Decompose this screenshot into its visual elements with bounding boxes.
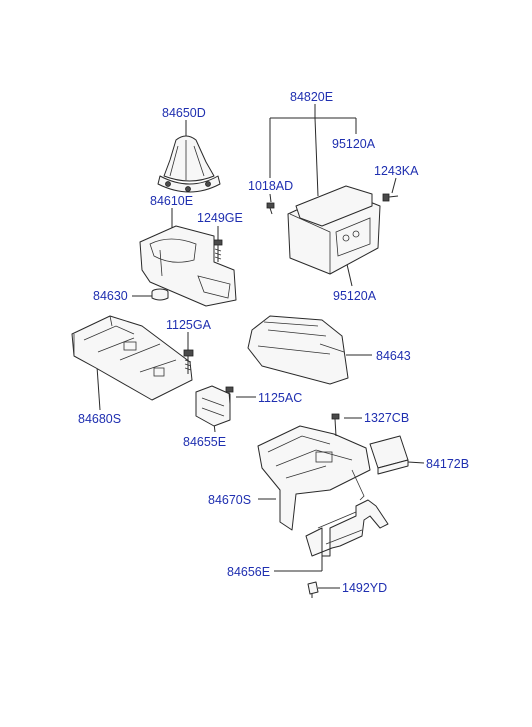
- label-1018ad: 1018AD: [248, 179, 293, 193]
- label-95120a-bottom: 95120A: [333, 289, 377, 303]
- part-labels: 84820E 84650D 95120A 1018AD 1243KA 84610…: [78, 90, 469, 595]
- label-1492yd: 1492YD: [342, 581, 387, 595]
- plug-84630-part: [151, 288, 169, 301]
- bolt-1125ac-part: [225, 386, 234, 405]
- console-front-part: [139, 225, 237, 307]
- label-84655e: 84655E: [183, 435, 226, 449]
- small-bracket-part: [195, 385, 231, 427]
- main-bracket-part: [257, 425, 371, 531]
- storage-box-part: [287, 185, 381, 275]
- pad-84172b-part: [369, 435, 409, 475]
- label-1125ga: 1125GA: [166, 318, 212, 332]
- console-cover-part: [247, 315, 349, 385]
- lower-bracket-part: [305, 499, 389, 557]
- label-1249ge: 1249GE: [197, 211, 243, 225]
- label-84656e: 84656E: [227, 565, 270, 579]
- console-bracket-part: [71, 315, 193, 401]
- label-95120a-top: 95120A: [332, 137, 376, 151]
- label-84610e: 84610E: [150, 194, 193, 208]
- label-84820e: 84820E: [290, 90, 333, 104]
- label-84680s: 84680S: [78, 412, 121, 426]
- label-1125ac: 1125AC: [258, 391, 302, 405]
- label-84643: 84643: [376, 349, 411, 363]
- screw-1327cb-part: [331, 413, 340, 437]
- label-84670s: 84670S: [208, 493, 251, 507]
- screw-1018ad-part: [266, 202, 275, 215]
- shift-boot-part: [157, 135, 221, 193]
- screw-1243ka-part: [382, 193, 399, 202]
- bolt-1125ga-part: [183, 349, 194, 374]
- label-84650d: 84650D: [162, 106, 206, 120]
- label-1327cb: 1327CB: [364, 411, 409, 425]
- clip-1492yd-part: [307, 581, 319, 598]
- label-84172b: 84172B: [426, 457, 469, 471]
- label-1243ka: 1243KA: [374, 164, 419, 178]
- label-84630: 84630: [93, 289, 128, 303]
- screw-1249ge-part: [213, 239, 223, 262]
